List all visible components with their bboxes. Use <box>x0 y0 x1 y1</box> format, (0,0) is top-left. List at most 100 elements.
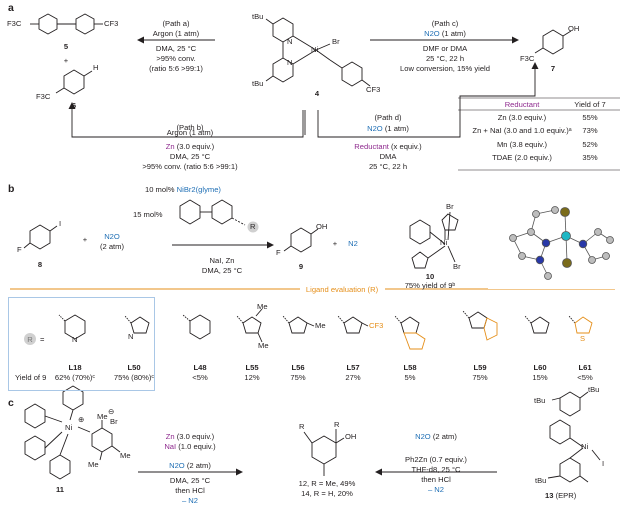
l56-me: Me <box>315 321 326 330</box>
ligand-evaluation-title: Ligand evaluation (R) <box>305 285 379 294</box>
L58-ring <box>400 316 420 334</box>
c11-mesityl <box>91 427 113 453</box>
ligand-L59-label: L59 <box>473 363 487 372</box>
L48-ring <box>189 314 211 340</box>
ligand-L61-yield: <5% <box>577 373 593 382</box>
ligand-L56-label: L56 <box>291 363 305 372</box>
label-f3c-6: F3C <box>36 92 51 101</box>
label-f-8: F <box>17 245 22 254</box>
ligand-L56-yield: 75% <box>290 373 306 382</box>
path-a-title: (Path a) <box>162 19 190 28</box>
table-row-3-reductant: Mn (3.8 equiv.) <box>496 140 548 149</box>
plus-8-n2o: + <box>82 235 88 244</box>
product-9-label: 9 <box>298 262 304 271</box>
path-c-line4: Low conversion, 15% yield <box>400 64 490 73</box>
ring-12-14 <box>311 435 337 465</box>
table-row-4-reductant: TDAE (2.0 equiv.) <box>492 153 552 162</box>
product-14-label: 14, R = H, 20% <box>301 489 353 498</box>
table-header-reductant: Reductant <box>504 100 540 109</box>
ligand-L18-label: L18 <box>68 363 82 372</box>
c-left-line4: then HCl <box>175 486 205 495</box>
L56-ring <box>288 316 308 334</box>
table-row-2-yield: 73% <box>582 126 598 135</box>
l50-n: N <box>128 332 134 341</box>
c-left-zn: Zn (3.0 equiv.) <box>165 432 215 441</box>
crystal-structure-image <box>488 197 616 289</box>
n2o-reagent: N2O <box>104 232 120 241</box>
plus-n2: + <box>332 239 338 248</box>
panel-label-c: c <box>8 397 14 409</box>
ligand-L60-yield: 15% <box>532 373 548 382</box>
ring-7 <box>542 29 564 55</box>
label-f-9: F <box>276 248 281 257</box>
c13-tbu-left: tBu <box>534 396 546 405</box>
path-b-title: (Path b) <box>176 123 204 132</box>
c10-pyridine-b <box>411 251 429 269</box>
ligand-L18-yield: 62% (70%)ᶜ <box>54 373 96 382</box>
path-d-line4: 25 °C, 22 h <box>368 162 408 171</box>
path-d-line2: Reductant (x equiv.) <box>354 142 422 151</box>
ligand-L61-label: L61 <box>578 363 592 372</box>
label-n-4b: N <box>287 58 293 67</box>
ring-5a <box>38 13 58 35</box>
highlight-box-l18-l50 <box>8 297 155 391</box>
ligand-py-right <box>211 199 233 225</box>
L55-ring <box>242 316 262 334</box>
complex-10-label: 10 <box>425 272 435 281</box>
ligand-L57-label: L57 <box>346 363 360 372</box>
path-a-line2: DMA, 25 °C <box>155 44 197 53</box>
ligand-L50-yield: 75% (80%)ᶜ <box>113 373 155 382</box>
label-f3c-7: F3C <box>520 54 535 63</box>
plus-5-6: + <box>63 56 69 65</box>
path-c-line1: N2O (1 atm) <box>424 29 466 38</box>
l55-me-bottom: Me <box>258 341 269 350</box>
ligand-L55-yield: 12% <box>244 373 260 382</box>
path-a-line1: Argon (1 atm) <box>152 29 200 38</box>
L57-ring <box>343 316 363 334</box>
c11-me-para: Me <box>120 451 131 460</box>
L59-ring <box>468 311 488 329</box>
product-5-label: 5 <box>63 42 69 51</box>
c11-me-bottom: Me <box>88 460 99 469</box>
l61-s: S <box>580 334 586 343</box>
conditions-b-2: DMA, 25 °C <box>201 266 243 275</box>
c-left-nai: NaI (1.0 equiv.) <box>164 442 216 451</box>
l18-n: N <box>72 335 78 344</box>
table-row-1-yield: 55% <box>582 113 598 122</box>
c13-tbu-top: tBu <box>588 385 600 394</box>
c-right-line5: – N2 <box>427 485 445 494</box>
path-a-line4: (ratio 5:6 >99:1) <box>149 64 203 73</box>
path-c-line3: 25 °C, 22 h <box>425 54 465 63</box>
table-row-2-reductant: Zn + NaI (3.0 and 1.0 equiv.)ᵃ <box>472 126 572 135</box>
table-header-yield: Yield of 7 <box>574 100 606 109</box>
conditions-b-1: NaI, Zn <box>209 256 235 265</box>
n2-byproduct: N2 <box>348 239 358 248</box>
c-left-line5: – N2 <box>181 496 199 505</box>
l55-me-top: Me <box>257 302 268 311</box>
ring-9 <box>290 227 312 253</box>
c13-tbu-bottom: tBu <box>535 476 547 485</box>
label-cf3-5: CF3 <box>104 19 119 28</box>
path-b-line3: DMA, 25 °C <box>169 152 211 161</box>
label-oh-9: OH <box>316 222 328 231</box>
c11-ring-left-b <box>24 435 46 461</box>
L50-ring <box>130 316 150 334</box>
c13-ring-bottom <box>559 457 581 483</box>
label-n-4a: N <box>287 37 293 46</box>
c-r-top: R <box>334 420 340 429</box>
path-c-line2: DMF or DMA <box>422 44 468 53</box>
complex-10-yield: 75% yield of 9ᵇ <box>404 281 456 290</box>
ligand-L58-yield: 5% <box>404 373 416 382</box>
c-right-line4: then HCl <box>421 475 451 484</box>
ligand-r-marker: R <box>250 222 256 231</box>
c11-minus-charge: ⊖ <box>108 407 115 416</box>
path-d-line3: DMA <box>379 152 397 161</box>
c-right-line2: Ph2Zn (0.7 equiv.) <box>405 455 467 464</box>
ligand-L50-label: L50 <box>127 363 141 372</box>
c10-pyridine-a <box>409 219 431 245</box>
c-right-line3: THF-d8, 25 °C <box>411 465 461 474</box>
c13-ring-top <box>559 391 581 417</box>
label-h-6: H <box>93 63 99 72</box>
complex-4-label: 4 <box>314 89 320 98</box>
